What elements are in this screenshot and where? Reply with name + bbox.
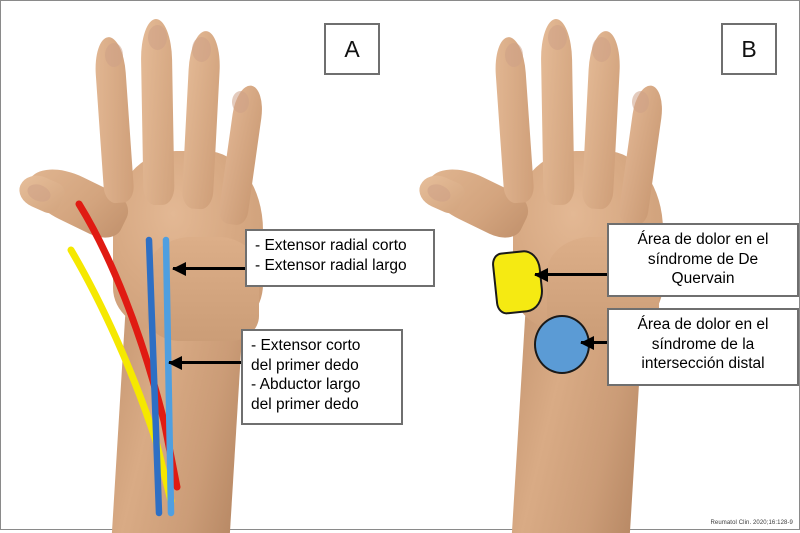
callout-line: - Abductor largo xyxy=(251,376,361,394)
nail-little xyxy=(232,91,249,113)
callout-line: - Extensor corto xyxy=(251,337,361,354)
callout-line: intersección distal xyxy=(641,355,765,373)
hand-illustration-a xyxy=(1,1,401,533)
dark-blue-tendon-line xyxy=(145,236,163,517)
callout-interseccion-distal: Área de dolor en el síndrome de la inter… xyxy=(607,308,799,386)
journal-citation: Reumatol Clin. 2020;16:128-9 xyxy=(710,520,793,526)
callout-line: Área de dolor en el xyxy=(637,231,769,248)
callout-line: síndrome de la xyxy=(651,335,755,353)
light-blue-tendon-line xyxy=(162,236,175,517)
panel-a: A - Extensor radial corto - Extensor rad… xyxy=(1,1,435,533)
panel-b: B Área de dolor en el síndrome de De Que… xyxy=(401,1,800,533)
arrow-to-extensor-corto xyxy=(169,361,241,364)
callout-de-quervain: Área de dolor en el síndrome de De Querv… xyxy=(607,223,799,297)
arrow-to-de-quervain xyxy=(535,273,607,276)
panel-label-b: B xyxy=(721,23,777,75)
nail-index xyxy=(505,43,523,67)
nail-middle xyxy=(548,25,567,50)
callout-line: síndrome de De xyxy=(647,250,759,268)
arrow-to-extensor-radial xyxy=(173,267,245,270)
nail-ring xyxy=(592,37,611,62)
de-quervain-pain-area xyxy=(490,248,546,316)
nail-ring xyxy=(192,37,211,62)
nail-little xyxy=(632,91,649,113)
nail-middle xyxy=(148,25,167,50)
panel-label-a: A xyxy=(324,23,380,75)
callout-line: del primer dedo xyxy=(251,395,359,413)
callout-line: del primer dedo xyxy=(251,356,359,374)
tendon-overlay xyxy=(67,200,181,517)
yellow-tendon-line xyxy=(67,246,175,505)
callout-extensor-corto: - Extensor corto del primer dedo - Abduc… xyxy=(241,329,403,425)
callout-line: - Extensor radial largo xyxy=(255,256,407,274)
callout-line: Quervain xyxy=(671,270,735,288)
nail-index xyxy=(105,43,123,67)
red-tendon-line xyxy=(75,200,181,491)
callout-extensor-radial: - Extensor radial corto - Extensor radia… xyxy=(245,229,435,287)
callout-line: - Extensor radial corto xyxy=(255,237,407,254)
arrow-to-interseccion-distal xyxy=(581,341,607,344)
callout-line: Área de dolor en el xyxy=(637,316,769,333)
